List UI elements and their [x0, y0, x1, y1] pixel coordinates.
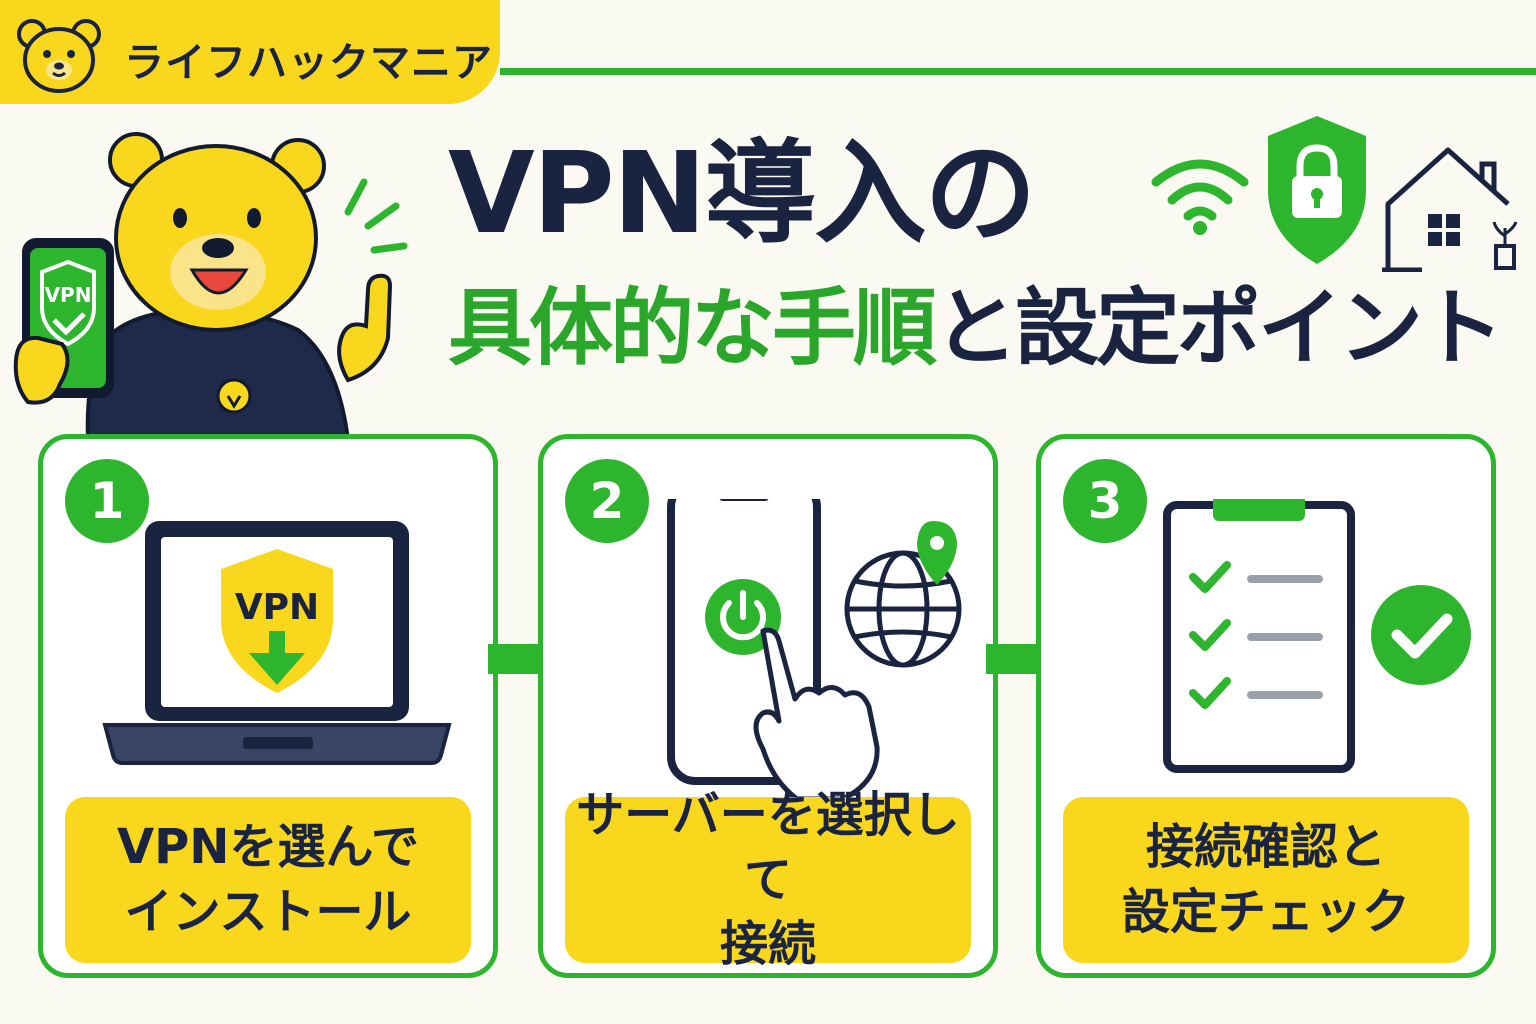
- title-line-2-green: 具体的な手順: [448, 279, 937, 377]
- title-line-1: VPN導入の: [448, 129, 1036, 259]
- vpn-badge-text: VPN: [235, 587, 319, 628]
- phone-power-globe-icon: [667, 499, 962, 799]
- step-card-1: 1 VPN VPNを選んで インストール: [38, 434, 498, 978]
- step-label-1: VPNを選んで インストール: [65, 797, 471, 963]
- step-card-2: 2 サーバーを選択して 接続: [538, 434, 998, 978]
- step-card-3: 3 接続確認と 設定チェック: [1036, 434, 1496, 978]
- smart-home-icon: [1382, 147, 1518, 272]
- mascot-phone-text: VPN: [45, 283, 92, 307]
- brand-name: ライフハックマニア: [124, 40, 493, 86]
- bear-mascot-illustration: VPN: [13, 132, 408, 440]
- clipboard-checklist-icon: [1163, 499, 1471, 773]
- top-divider: [500, 68, 1536, 75]
- step-label-3: 接続確認と 設定チェック: [1063, 797, 1469, 963]
- shield-lock-icon: [1268, 116, 1366, 264]
- step-number-2: 2: [565, 459, 649, 543]
- step-label-2: サーバーを選択して 接続: [565, 787, 971, 972]
- bear-logo-icon: [17, 19, 101, 93]
- title-line-2: 具体的な手順と設定ポイント: [448, 286, 1504, 370]
- wifi-icon: [1151, 159, 1249, 235]
- brand-tab: ライフハックマニア: [0, 0, 500, 104]
- title-line-2-navy: と設定ポイント: [934, 279, 1504, 377]
- step-number-3: 3: [1063, 459, 1147, 543]
- step-number-1: 1: [65, 459, 149, 543]
- laptop-vpn-download-icon: VPN: [102, 521, 452, 765]
